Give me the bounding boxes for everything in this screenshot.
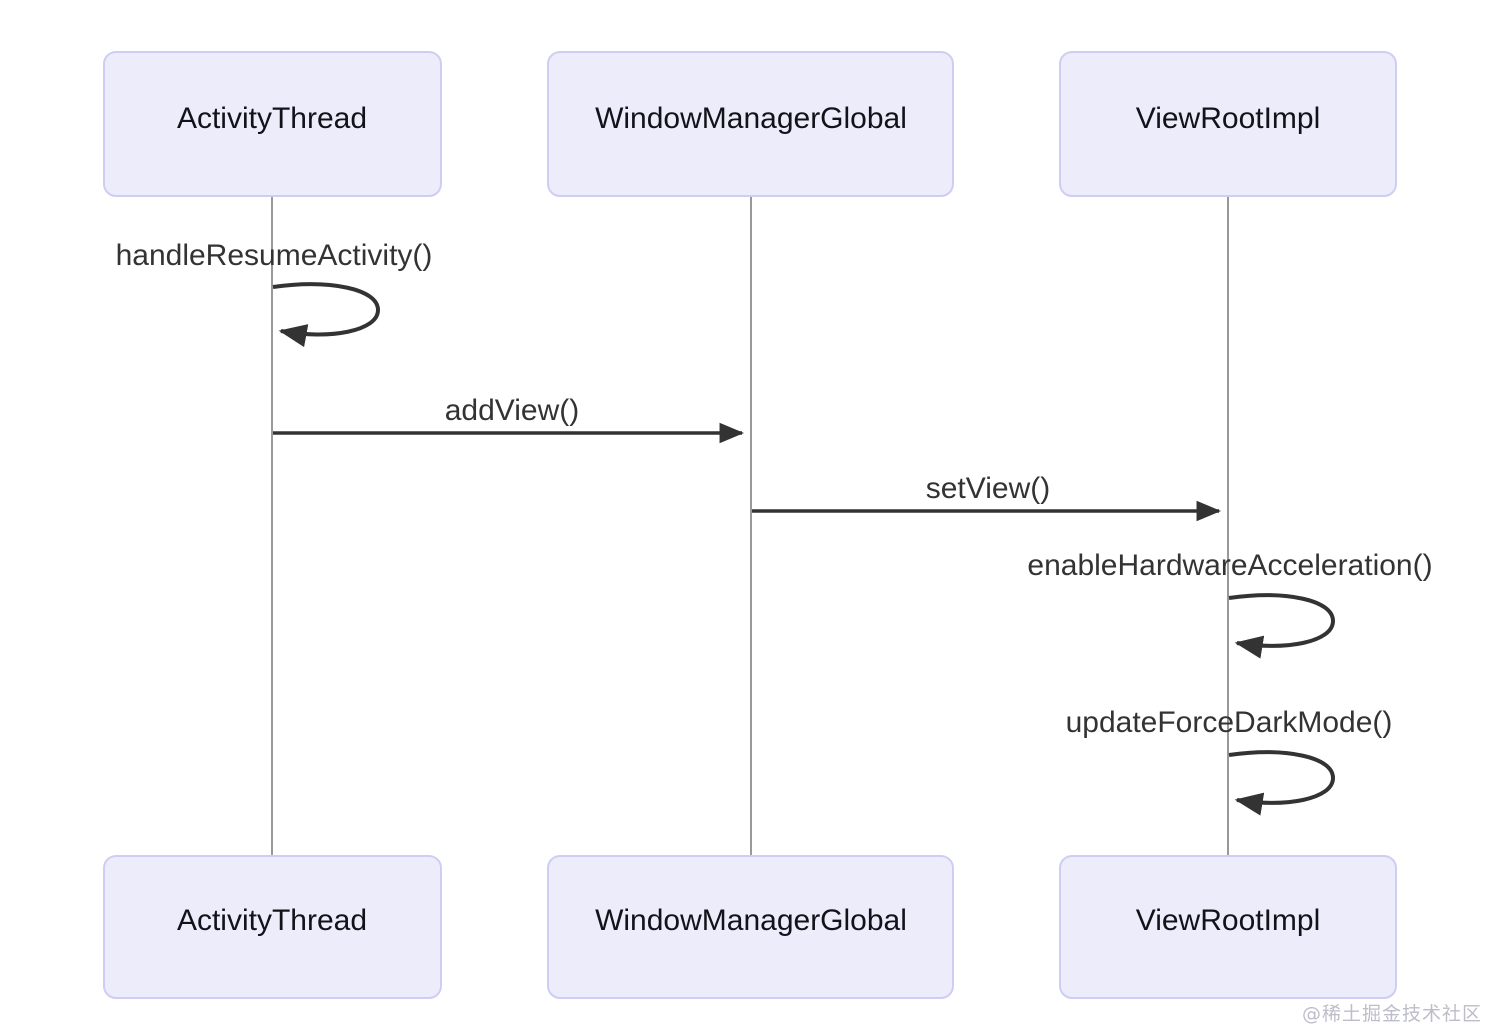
self-call-loop bbox=[272, 282, 381, 348]
participant-name-label: ViewRootImpl bbox=[1136, 904, 1321, 937]
message-set-view[interactable]: setView() bbox=[752, 472, 1222, 522]
message-enable-hardware-acceleration[interactable]: enableHardwareAcceleration() bbox=[1027, 549, 1433, 659]
message-label: setView() bbox=[926, 472, 1050, 505]
participant-box bbox=[1059, 855, 1397, 999]
participant-top-view-root-impl[interactable]: ViewRootImpl bbox=[1059, 51, 1397, 197]
message-add-view[interactable]: addView() bbox=[273, 394, 745, 444]
participant-bottom-view-root-impl[interactable]: ViewRootImpl bbox=[1059, 855, 1397, 999]
participant-name-label: ActivityThread bbox=[177, 904, 367, 937]
participant-name-label: WindowManagerGlobal bbox=[595, 904, 907, 937]
message-label: addView() bbox=[445, 394, 580, 427]
participant-box bbox=[547, 51, 954, 197]
self-call-loop bbox=[1228, 750, 1336, 816]
message-update-force-dark-mode[interactable]: updateForceDarkMode() bbox=[1066, 706, 1393, 816]
participant-bottom-window-manager-global[interactable]: WindowManagerGlobal bbox=[547, 855, 954, 999]
participant-name-label: WindowManagerGlobal bbox=[595, 102, 907, 135]
participant-bottom-activity-thread[interactable]: ActivityThread bbox=[103, 855, 442, 999]
watermark-label: @稀土掘金技术社区 bbox=[1301, 1003, 1482, 1025]
participant-box bbox=[103, 51, 442, 197]
message-label: handleResumeActivity() bbox=[116, 239, 433, 272]
participant-name-label: ViewRootImpl bbox=[1136, 102, 1321, 135]
message-label: updateForceDarkMode() bbox=[1066, 706, 1393, 739]
participant-box bbox=[1059, 51, 1397, 197]
participant-top-window-manager-global[interactable]: WindowManagerGlobal bbox=[547, 51, 954, 197]
participant-box bbox=[103, 855, 442, 999]
participant-box bbox=[547, 855, 954, 999]
self-call-loop bbox=[1228, 593, 1336, 659]
message-handle-resume-activity[interactable]: handleResumeActivity() bbox=[116, 239, 433, 348]
participant-top-activity-thread[interactable]: ActivityThread bbox=[103, 51, 442, 197]
participant-name-label: ActivityThread bbox=[177, 102, 367, 135]
message-label: enableHardwareAcceleration() bbox=[1027, 549, 1432, 582]
